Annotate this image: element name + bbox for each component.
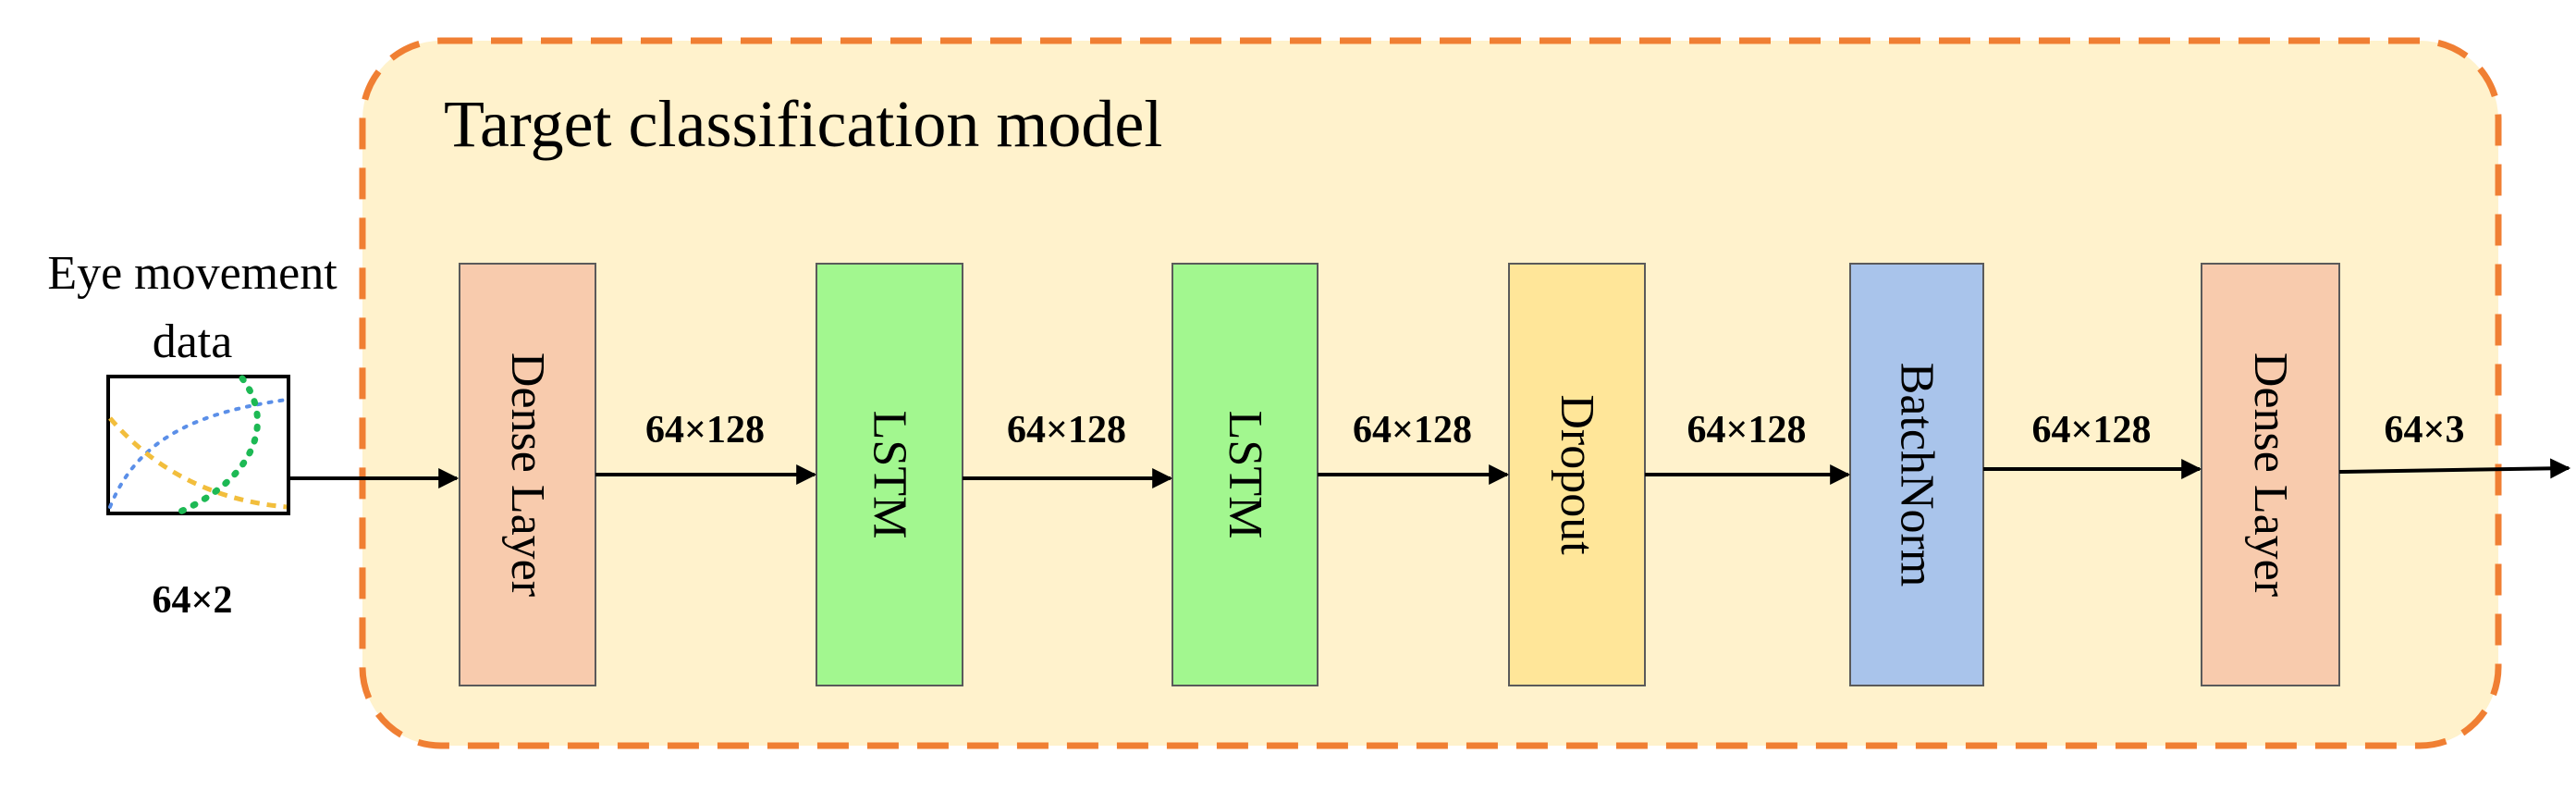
layer-5: BatchNorm xyxy=(1849,263,1984,686)
layer-label: Dense Layer xyxy=(2244,352,2297,597)
layer-3: LSTM xyxy=(1171,263,1319,686)
layer-label: LSTM xyxy=(1219,411,1271,539)
connection-4: 64×128 xyxy=(1645,409,1851,485)
input-shape-label: 64×2 xyxy=(153,579,233,622)
output-arrow xyxy=(2338,458,2571,479)
input-curve-green xyxy=(177,375,261,515)
connection-shape-label: 64×128 xyxy=(1687,409,1807,451)
layer-6: Dense Layer xyxy=(2201,263,2340,686)
layer-label: Dropout xyxy=(1551,394,1603,555)
connection-shape-label: 64×128 xyxy=(645,409,765,451)
input-curve-yellow xyxy=(108,416,288,510)
connection-shape-label: 64×128 xyxy=(1353,409,1472,451)
connections-group: 64×128 64×128 64×128 64×128 64×128 64×3 xyxy=(595,409,2571,488)
layer-label: Dense Layer xyxy=(501,352,554,597)
layer-box xyxy=(1171,263,1319,686)
layer-1: Dense Layer xyxy=(459,263,596,686)
model-title: Target classification model xyxy=(444,87,1162,161)
layer-4: Dropout xyxy=(1508,263,1646,686)
output-shape-label: 64×3 xyxy=(2385,409,2465,451)
input-label-line1: Eye movement xyxy=(47,247,337,300)
connection-shape-label: 64×128 xyxy=(1007,409,1126,451)
layer-box xyxy=(1508,263,1646,686)
output: 64×3 xyxy=(2338,409,2571,479)
layer-label: LSTM xyxy=(864,411,916,539)
layer-2: LSTM xyxy=(816,263,963,686)
connection-2: 64×128 xyxy=(963,409,1173,488)
layer-label: BatchNorm xyxy=(1891,363,1944,587)
connection-5: 64×128 xyxy=(1983,409,2202,479)
layers-group: Dense Layer LSTM LSTM Dropout BatchNorm Dense… xyxy=(459,263,2340,686)
input-data-plot xyxy=(106,375,290,515)
layer-box xyxy=(2201,263,2340,686)
input-label-line2: data xyxy=(153,315,233,368)
layer-box xyxy=(1849,263,1984,686)
layer-box xyxy=(816,263,963,686)
connection-3: 64×128 xyxy=(1318,409,1510,485)
connection-shape-label: 64×128 xyxy=(2032,409,2152,451)
connection-1: 64×128 xyxy=(595,409,817,485)
